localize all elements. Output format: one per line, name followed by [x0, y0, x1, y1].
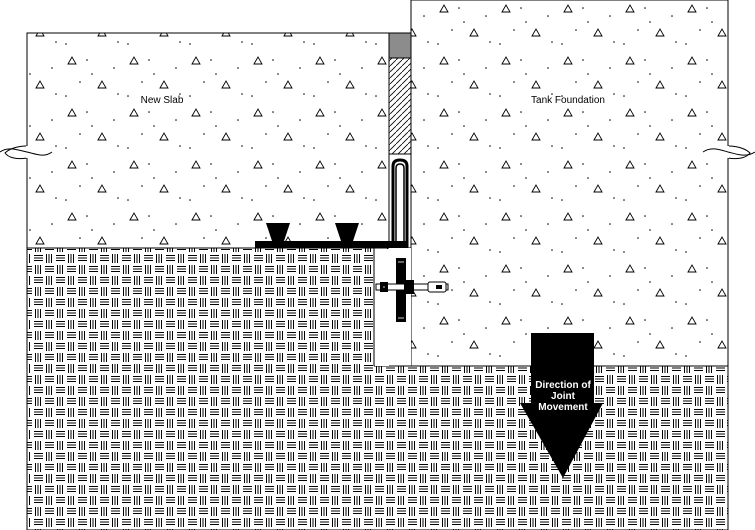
arrow-label-line1: Direction of	[535, 380, 591, 391]
waterstop-rib	[266, 223, 290, 241]
arrow-label-line2: Joint	[551, 391, 576, 402]
arrow-label-line3: Movement	[538, 402, 588, 413]
new-slab	[26, 32, 390, 249]
waterstop-horizontal	[255, 241, 407, 248]
tank-foundation	[410, 0, 729, 367]
waterstop-rib	[335, 223, 359, 241]
break-line-left-icon	[4, 145, 28, 160]
down-arrow-icon	[520, 333, 603, 478]
tank-foundation-label: Tank Foundation	[531, 95, 605, 106]
anchor-fastener	[375, 258, 449, 322]
waterstop-vertical	[391, 158, 409, 248]
joint-sealant	[388, 32, 412, 59]
new-slab-label: New Slab	[141, 95, 184, 106]
joint-filler	[388, 57, 412, 155]
